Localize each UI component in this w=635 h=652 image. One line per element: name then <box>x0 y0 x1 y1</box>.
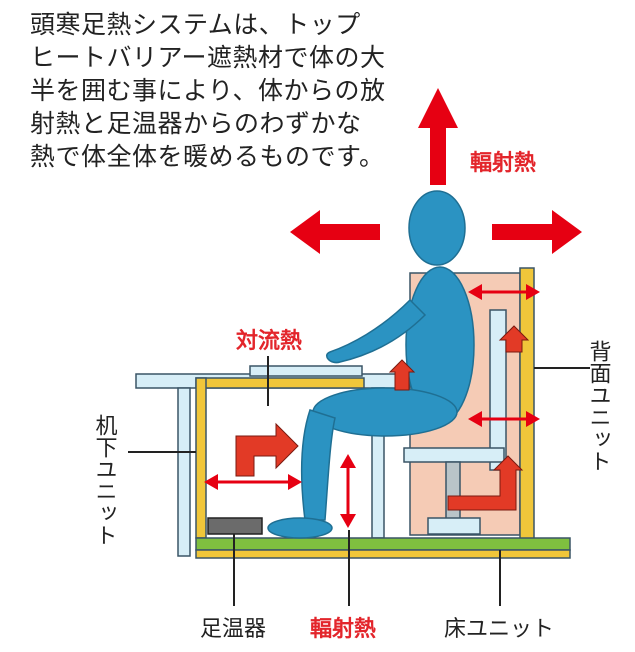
radiant-heat-bottom-label: 輻射熱 <box>310 616 376 642</box>
foot-warmer <box>207 517 263 535</box>
chair-base <box>427 517 481 535</box>
convection-arrows <box>235 325 530 511</box>
chair-back <box>489 309 507 471</box>
floor-unit-label: 床ユニット <box>444 617 554 642</box>
desk-drawer <box>249 365 363 377</box>
foot-warmer-label: 足温器 <box>200 617 266 642</box>
back-unit-label: 背面ユニット <box>586 340 611 472</box>
desk-under-unit-label: 机下ユニット <box>92 414 118 546</box>
leader-lines <box>128 356 590 606</box>
convection-heat-label: 対流熱 <box>236 328 302 354</box>
desk-under-unit-side <box>195 377 207 539</box>
chair-seat <box>403 447 505 463</box>
desk-under-unit-top <box>195 377 365 389</box>
radiant-heat-top-label: 輻射熱 <box>470 150 536 176</box>
double-arrows <box>204 284 540 528</box>
back-unit-frame <box>519 267 535 541</box>
floor-unit <box>195 537 571 551</box>
desk-leg-left <box>177 387 191 557</box>
person-figure <box>267 190 475 539</box>
radiant-arrows <box>290 88 582 254</box>
intro-text: 頭寒足熱システムは、トップ ヒートバリアー遮熱材で体の大 半を囲む事により、体か… <box>30 10 386 171</box>
chair-column <box>445 461 461 523</box>
floor-unit-base <box>195 549 571 559</box>
